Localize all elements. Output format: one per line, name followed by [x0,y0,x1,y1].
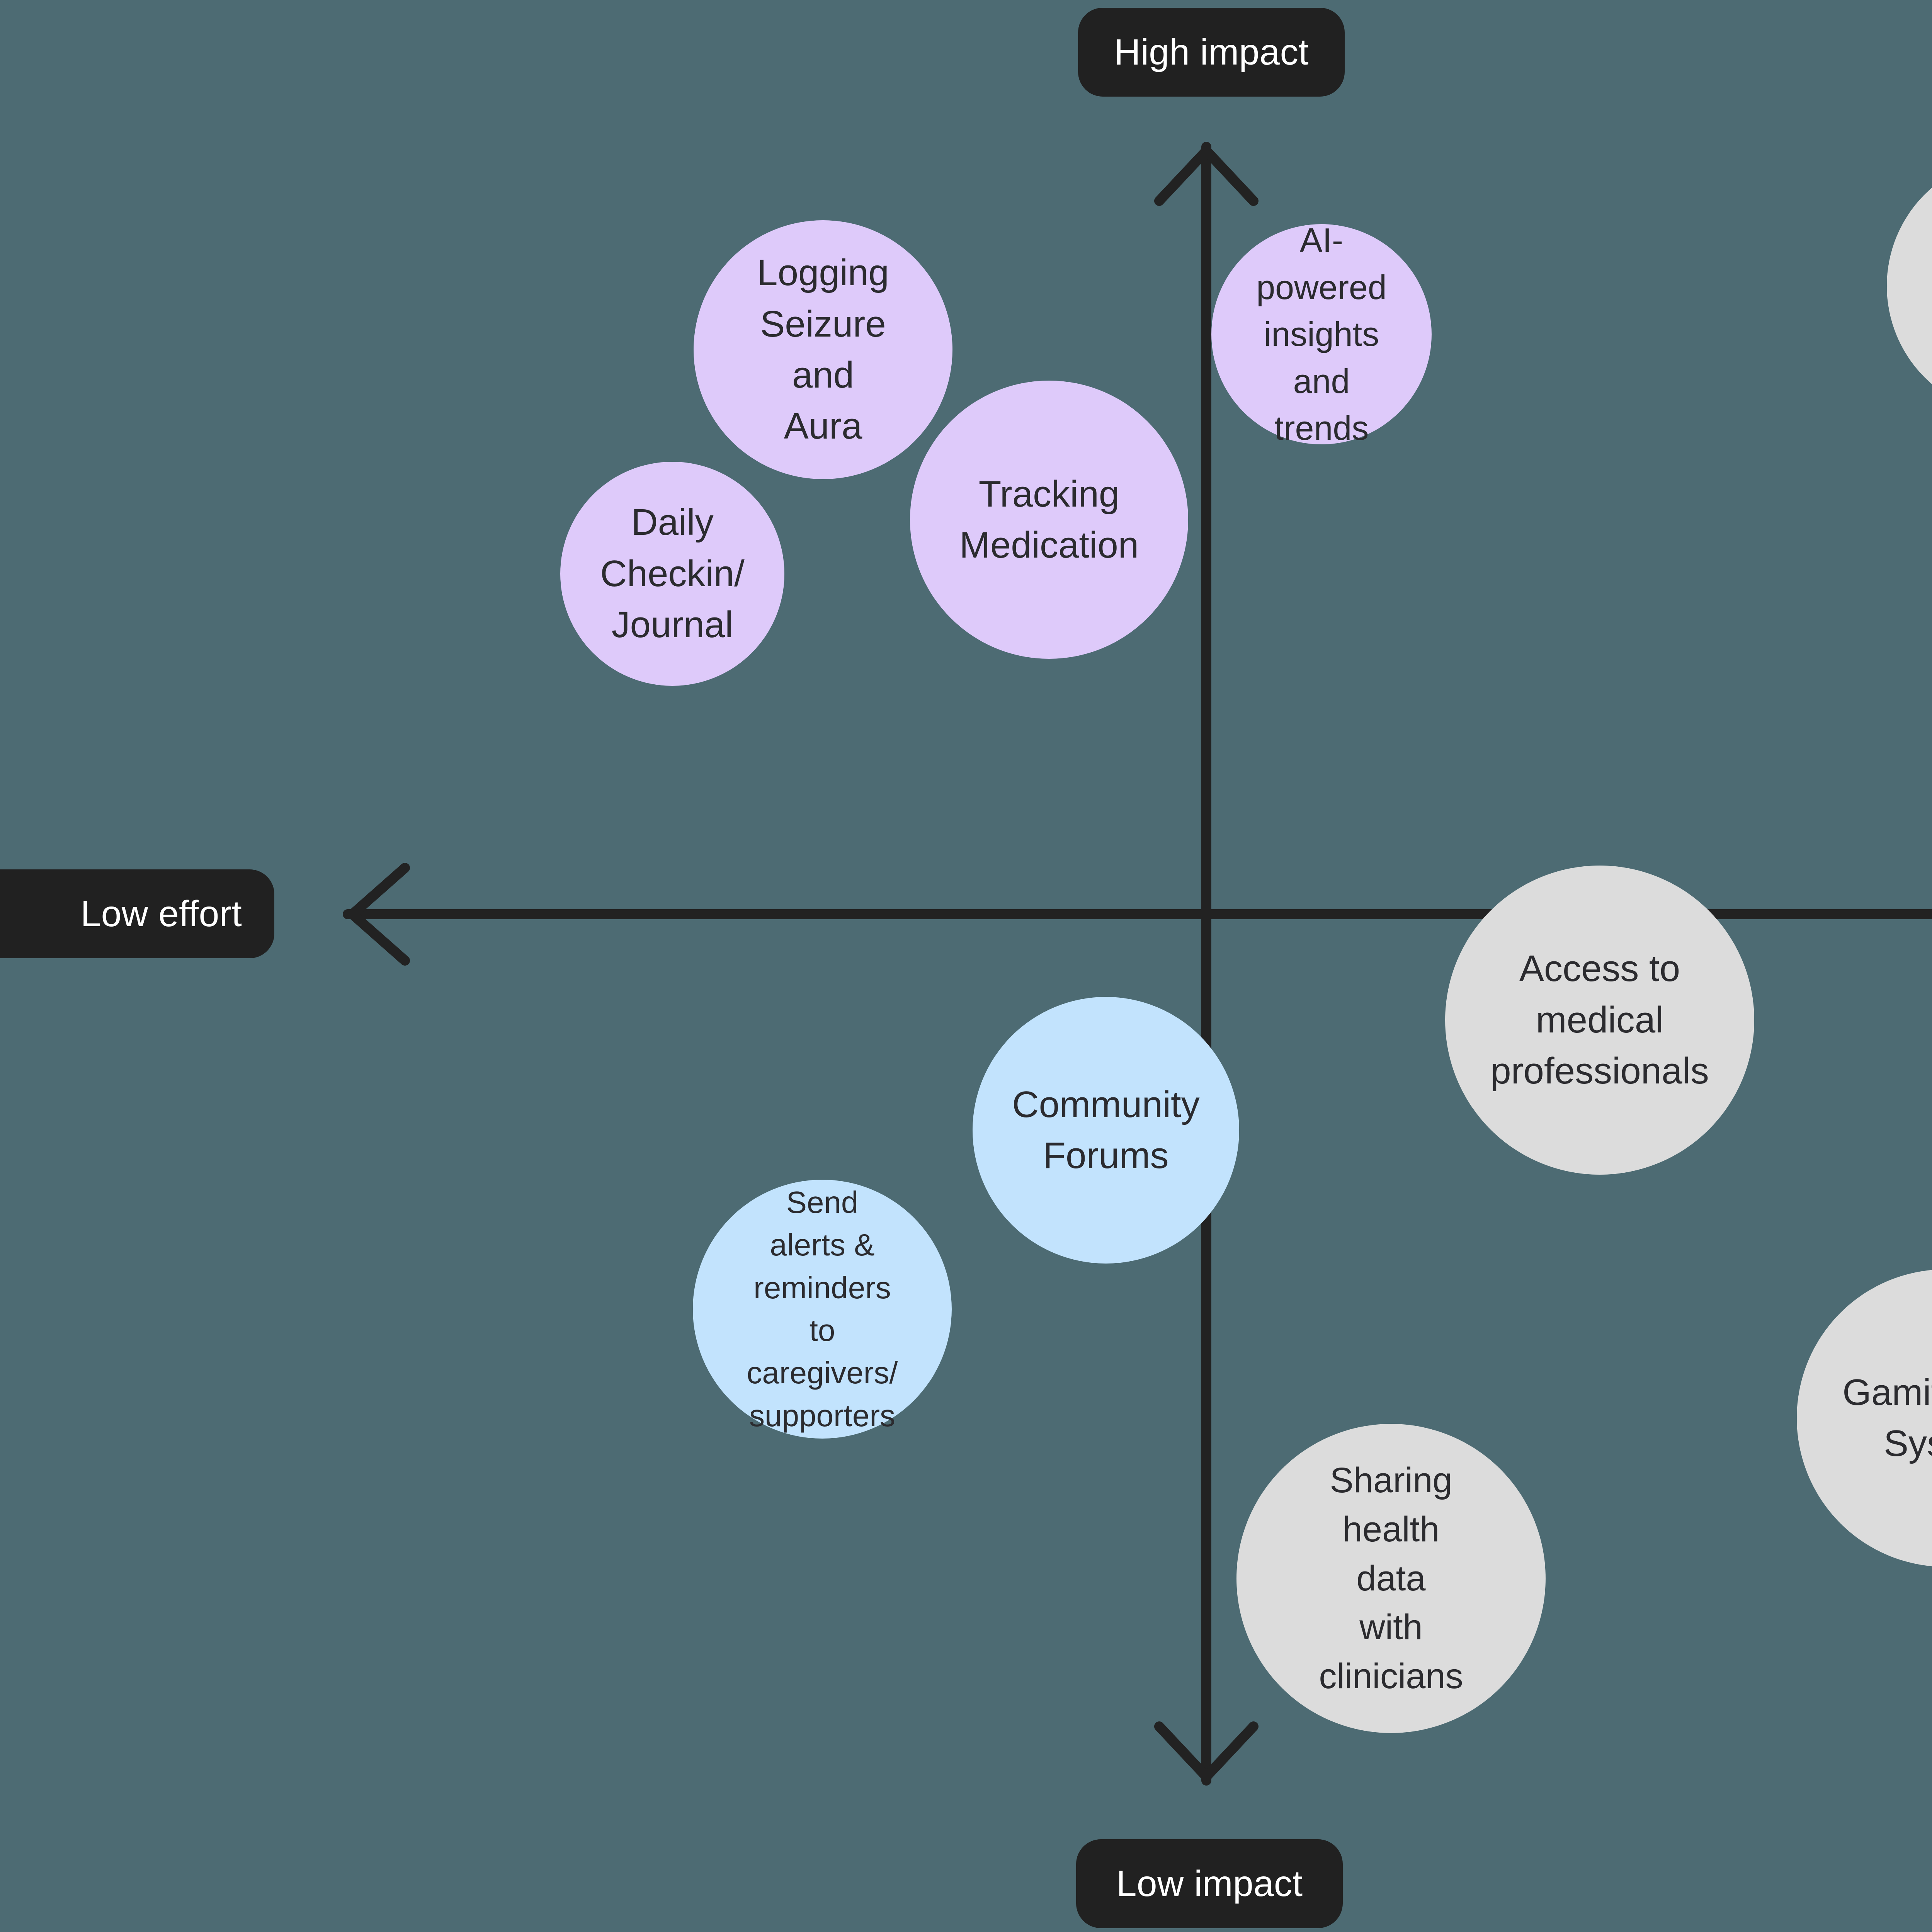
idea-bubble[interactable]: Gamification System [1797,1269,1932,1567]
horizontal-axis-left-arrowhead [347,863,410,966]
vertical-axis-bottom-arrowhead [1154,1721,1259,1782]
idea-bubble[interactable]: Access to medical professionals [1445,866,1754,1175]
vertical-axis-top-arrowhead [1154,146,1259,206]
axis-label-low-effort: Low effort [0,869,274,958]
idea-bubble-label: Community Forums [1012,1083,1200,1176]
idea-bubble-label: Send alerts & reminders to caregivers/ s… [747,1185,898,1433]
idea-bubble-label: Tracking Medication [959,473,1139,566]
idea-bubble[interactable]: Tracking Medication [910,381,1188,659]
idea-bubble-label: AI-powered insights and trends [1256,221,1387,447]
idea-bubble-label: Daily Checkin/ Journal [600,502,745,646]
idea-bubble[interactable]: Sharing health data with clinicians [1236,1424,1546,1733]
idea-bubble[interactable]: Logging Seizure and Aura [694,220,952,479]
axis-label-low-impact: Low impact [1076,1839,1343,1928]
idea-bubble-label: Logging Seizure and Aura [757,252,889,447]
idea-bubble[interactable]: Seizure Prediction [1887,156,1932,415]
idea-bubble[interactable]: Community Forums [973,997,1239,1264]
idea-bubble[interactable]: AI-powered insights and trends [1211,221,1432,447]
idea-bubble-label: Sharing health data with clinicians [1319,1460,1463,1696]
axis-label-high-impact: High impact [1078,8,1345,97]
idea-bubble[interactable]: Daily Checkin/ Journal [560,462,784,686]
idea-bubble[interactable]: Send alerts & reminders to caregivers/ s… [693,1180,952,1439]
idea-bubble-label: Gamification System [1842,1371,1932,1464]
idea-bubble-label: Access to medical professionals [1490,948,1709,1092]
